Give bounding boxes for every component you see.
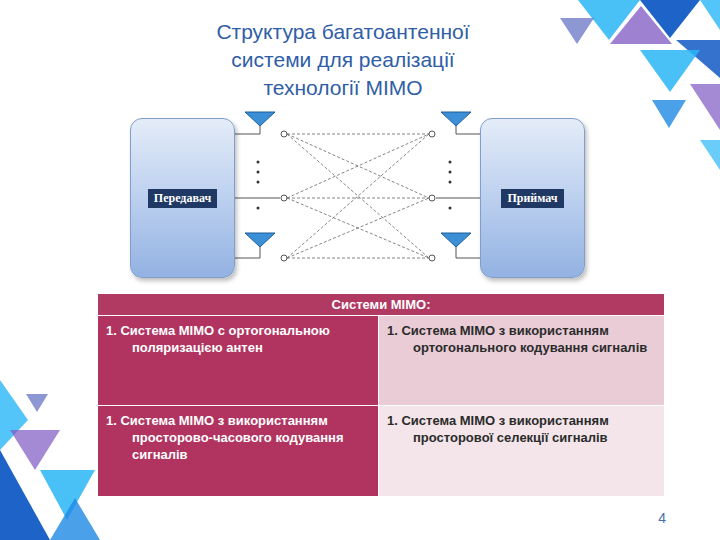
box-label: Передавач (148, 189, 217, 208)
radio-path (287, 198, 429, 258)
radio-path (287, 134, 429, 258)
radio-path (287, 134, 429, 135)
radio-path (287, 134, 429, 198)
box-label: Приймач (501, 189, 563, 208)
radio-paths (287, 134, 429, 258)
receiver-box: Приймач (480, 118, 585, 278)
table-cell: 1. Система MIMO с ортогональною поляриза… (97, 315, 379, 406)
antenna-array (235, 126, 480, 261)
radio-path (287, 198, 429, 258)
table-header: Системи MIMO: (97, 293, 665, 316)
radio-path (287, 258, 429, 259)
transmitter-box: Передавач (130, 118, 235, 278)
page-number: 4 (620, 510, 666, 530)
table-cell: 1. Система MIMO з використанням просторо… (97, 405, 379, 497)
title: Структура багатоантенної системи для реа… (183, 18, 503, 102)
table-cell: 1. Система MIMO з використанням ортогона… (378, 315, 665, 406)
radio-path (287, 198, 429, 199)
table-cell: 1. Система MIMO з використанням просторо… (378, 405, 665, 497)
antenna-symbol (245, 112, 471, 247)
radio-path (287, 134, 429, 198)
ellipsis-dots (257, 161, 452, 210)
radio-path (287, 134, 429, 258)
